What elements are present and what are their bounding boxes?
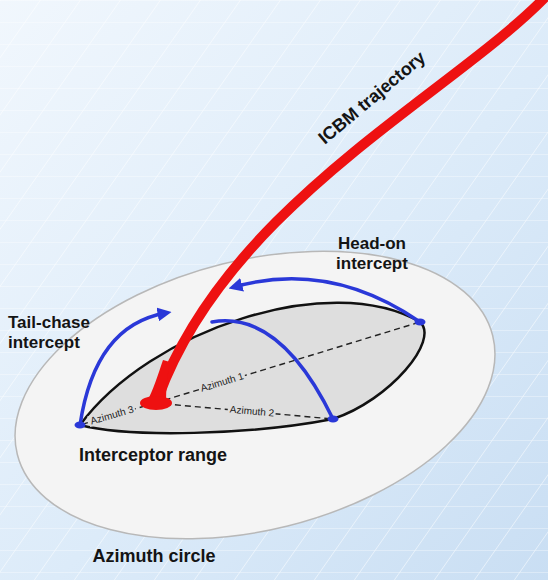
launch-dot xyxy=(415,319,426,326)
azimuth-line xyxy=(155,403,333,419)
interceptor-range-area xyxy=(80,303,424,433)
launch-dot xyxy=(328,416,339,423)
trajectory-base xyxy=(147,360,170,402)
azimuth-circle xyxy=(0,205,525,580)
azimuth-line xyxy=(155,322,420,403)
range-label: Interceptor range xyxy=(79,445,227,466)
launch-point xyxy=(140,396,172,410)
launch-dot xyxy=(75,422,86,429)
intercept-label: Tail-chase intercept xyxy=(8,313,108,352)
launch-sites xyxy=(75,319,426,429)
circle-label: Azimuth circle xyxy=(92,546,215,567)
icbm-trajectory xyxy=(158,0,548,398)
head-on-arc xyxy=(234,279,420,322)
intercept-label: Head-on intercept xyxy=(322,234,422,273)
intercept-arc xyxy=(212,321,333,419)
